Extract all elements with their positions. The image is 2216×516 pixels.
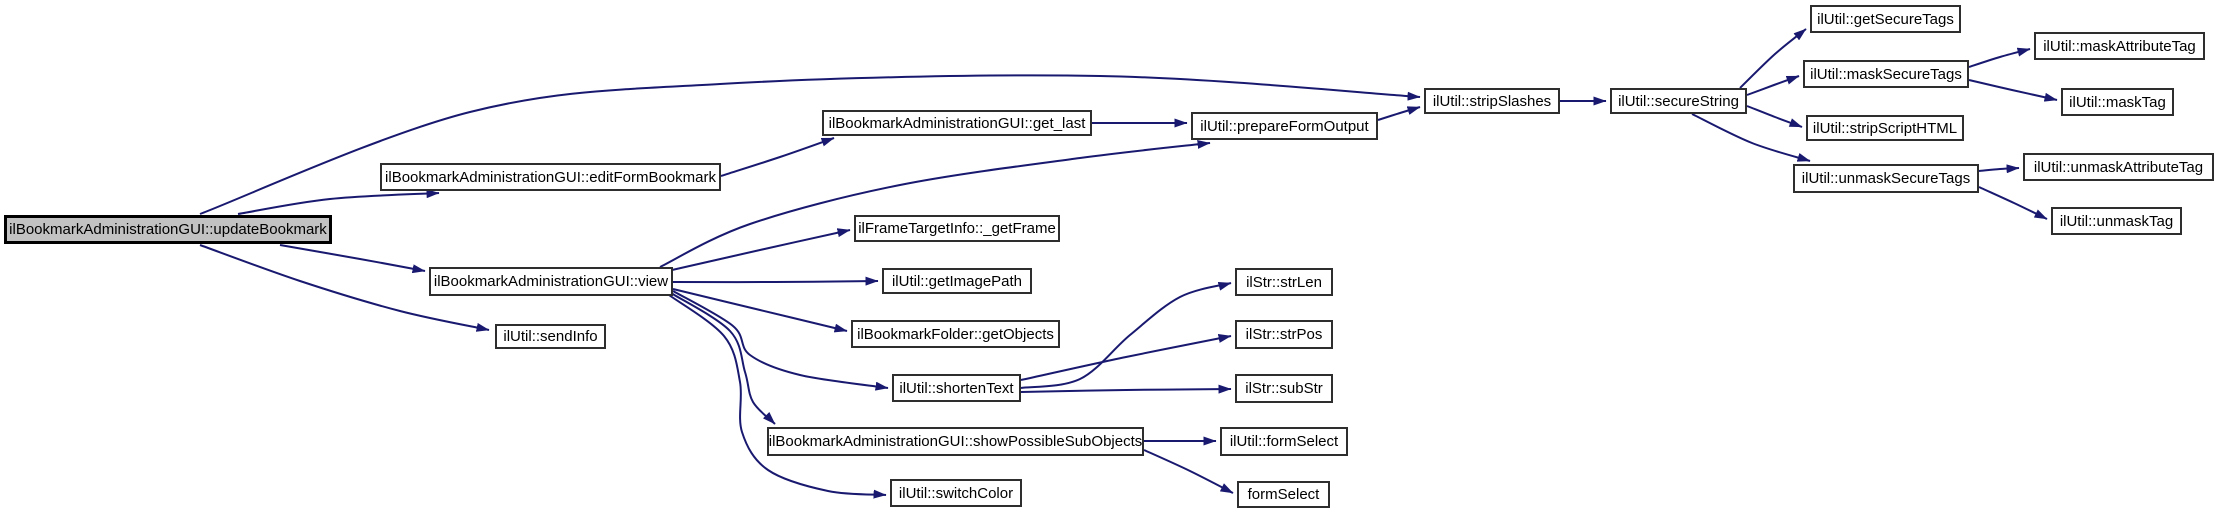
node-maskTag[interactable]: ilUtil::maskTag xyxy=(2061,88,2174,116)
node-getImagePath[interactable]: ilUtil::getImagePath xyxy=(882,268,1032,294)
edge-updateBookmark-to-stripSlashes xyxy=(199,74,1421,215)
edge-shortenText-to-subStr xyxy=(1020,384,1232,394)
node-showPossibleSubObjects[interactable]: ilBookmarkAdministrationGUI::showPossibl… xyxy=(767,427,1144,456)
node-stripScriptHTML[interactable]: ilUtil::stripScriptHTML xyxy=(1806,115,1964,141)
edge-maskSecureTags-to-maskAttributeTag xyxy=(1968,47,2031,68)
node-strLen[interactable]: ilStr::strLen xyxy=(1235,268,1333,296)
node-getObjects[interactable]: ilBookmarkFolder::getObjects xyxy=(851,320,1060,348)
edge-unmaskSecureTags-to-unmaskAttributeTag xyxy=(1978,164,2020,174)
edge-view-to-getImagePath xyxy=(672,276,879,286)
node-formSelectPlain[interactable]: formSelect xyxy=(1237,481,1330,508)
node-unmaskSecureTags[interactable]: ilUtil::unmaskSecureTags xyxy=(1793,164,1979,193)
node-unmaskTag[interactable]: ilUtil::unmaskTag xyxy=(2051,207,2182,235)
edge-editFormBookmark-to-get-last xyxy=(720,137,835,177)
node-shortenText[interactable]: ilUtil::shortenText xyxy=(892,374,1021,402)
node-prepareFormOutput[interactable]: ilUtil::prepareFormOutput xyxy=(1191,112,1378,140)
edge-secureString-to-getSecureTags xyxy=(1739,28,1807,89)
edge-secureString-to-stripScriptHTML xyxy=(1746,105,1803,128)
edge-secureString-to-unmaskSecureTags xyxy=(1691,113,1811,162)
edge-secureString-to-maskSecureTags xyxy=(1746,75,1800,96)
node-get-last[interactable]: ilBookmarkAdministrationGUI::get_last xyxy=(822,110,1092,136)
edge-view-to-getObjects xyxy=(672,288,848,333)
node-getSecureTags[interactable]: ilUtil::getSecureTags xyxy=(1810,5,1961,33)
edge-prepareFormOutput-to-stripSlashes xyxy=(1377,106,1421,121)
node-strPos[interactable]: ilStr::strPos xyxy=(1235,320,1333,349)
node-sendInfo[interactable]: ilUtil::sendInfo xyxy=(495,324,606,349)
edge-view-to-showPossibleSubObjects xyxy=(670,292,776,425)
node-maskAttributeTag[interactable]: ilUtil::maskAttributeTag xyxy=(2034,32,2205,60)
edge-maskSecureTags-to-maskTag xyxy=(1968,79,2058,102)
edge-shortenText-to-strLen xyxy=(1020,281,1232,389)
edge-view-to-switchColor xyxy=(668,294,887,499)
node-secureString[interactable]: ilUtil::secureString xyxy=(1610,88,1747,114)
node-updateBookmark[interactable]: ilBookmarkAdministrationGUI::updateBookm… xyxy=(4,215,332,244)
node-view[interactable]: ilBookmarkAdministrationGUI::view xyxy=(429,267,673,296)
edge-showPossibleSubObjects-to-formSelectPlain xyxy=(1143,449,1234,494)
edge-view-to-shortenText xyxy=(672,290,889,391)
edge-updateBookmark-to-editFormBookmark xyxy=(237,189,440,215)
node-getFrame[interactable]: ilFrameTargetInfo::_getFrame xyxy=(854,215,1060,242)
node-editFormBookmark[interactable]: ilBookmarkAdministrationGUI::editFormBoo… xyxy=(380,163,721,191)
edge-view-to-getFrame xyxy=(671,228,851,271)
edge-shortenText-to-strPos xyxy=(1020,334,1232,381)
node-switchColor[interactable]: ilUtil::switchColor xyxy=(890,479,1022,507)
node-formSelectUtil[interactable]: ilUtil::formSelect xyxy=(1220,427,1348,456)
node-stripSlashes[interactable]: ilUtil::stripSlashes xyxy=(1424,88,1560,114)
edge-view-to-prepareFormOutput xyxy=(659,139,1211,268)
node-subStr[interactable]: ilStr::subStr xyxy=(1235,374,1333,403)
node-unmaskAttributeTag[interactable]: ilUtil::unmaskAttributeTag xyxy=(2023,153,2214,181)
edge-updateBookmark-to-view xyxy=(279,244,426,274)
edge-updateBookmark-to-sendInfo xyxy=(199,244,490,332)
edges xyxy=(199,28,2058,499)
node-maskSecureTags[interactable]: ilUtil::maskSecureTags xyxy=(1803,60,1969,88)
edge-unmaskSecureTags-to-unmaskTag xyxy=(1978,186,2048,220)
